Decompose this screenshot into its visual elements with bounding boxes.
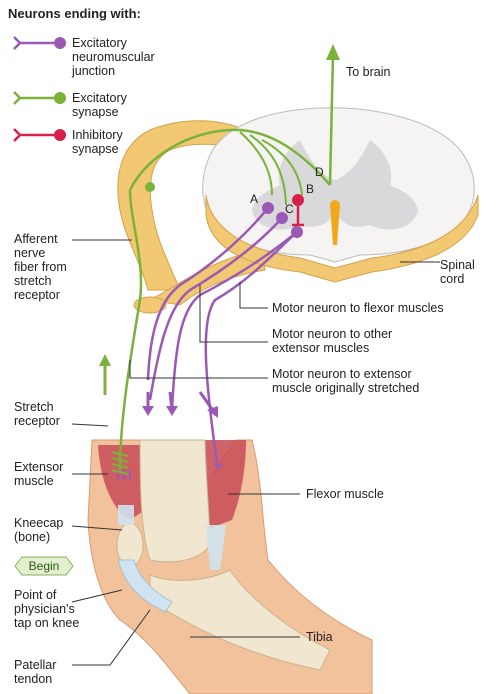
- label-stretch-receptor: Stretch receptor: [14, 400, 60, 428]
- legend-label-inhibitory-synapse: Inhibitory synapse: [72, 128, 123, 156]
- femur-bone: [139, 439, 211, 563]
- legend-inhibitory-synapse-symbol: [13, 128, 66, 142]
- label-motor-other: Motor neuron to other extensor muscles: [272, 327, 393, 355]
- legend-excitatory-synapse-symbol: [13, 91, 66, 105]
- label-extensor-muscle: Extensor muscle: [14, 460, 64, 488]
- label-flexor-muscle: Flexor muscle: [306, 487, 384, 501]
- legend-title: Neurons ending with:: [8, 6, 141, 21]
- synapse-letter-a: A: [250, 192, 258, 206]
- extensor-muscle-shape: [98, 445, 150, 520]
- synapse-letter-b: B: [306, 182, 314, 196]
- label-motor-flexor: Motor neuron to flexor muscles: [272, 301, 444, 315]
- synapse-letter-d: D: [315, 165, 324, 179]
- label-afferent: Afferent nerve fiber from stretch recept…: [14, 232, 67, 302]
- legend-label-excitatory-nmj: Excitatory neuromuscular junction: [72, 36, 155, 78]
- patellar-tendon-shape: [117, 559, 173, 613]
- legend-excitatory-nmj-symbol: [13, 36, 66, 50]
- label-motor-extensor: Motor neuron to extensor muscle original…: [272, 367, 420, 395]
- label-kneecap: Kneecap (bone): [14, 516, 64, 544]
- label-to-brain: To brain: [346, 65, 391, 79]
- begin-label: Begin: [28, 559, 60, 573]
- label-spinal-cord: Spinal cord: [440, 258, 475, 286]
- label-tibia: Tibia: [306, 630, 333, 644]
- tibia-bone: [149, 569, 331, 671]
- label-patellar-tendon: Patellar tendon: [14, 658, 57, 686]
- gray-matter: [252, 140, 418, 230]
- label-tap-point: Point of physician's tap on knee: [14, 588, 80, 630]
- spinal-nerve-ring: [133, 296, 167, 314]
- synapse-letter-c: C: [285, 202, 294, 216]
- legend-label-excitatory-synapse: Excitatory synapse: [72, 91, 127, 119]
- begin-marker: Begin: [14, 556, 74, 576]
